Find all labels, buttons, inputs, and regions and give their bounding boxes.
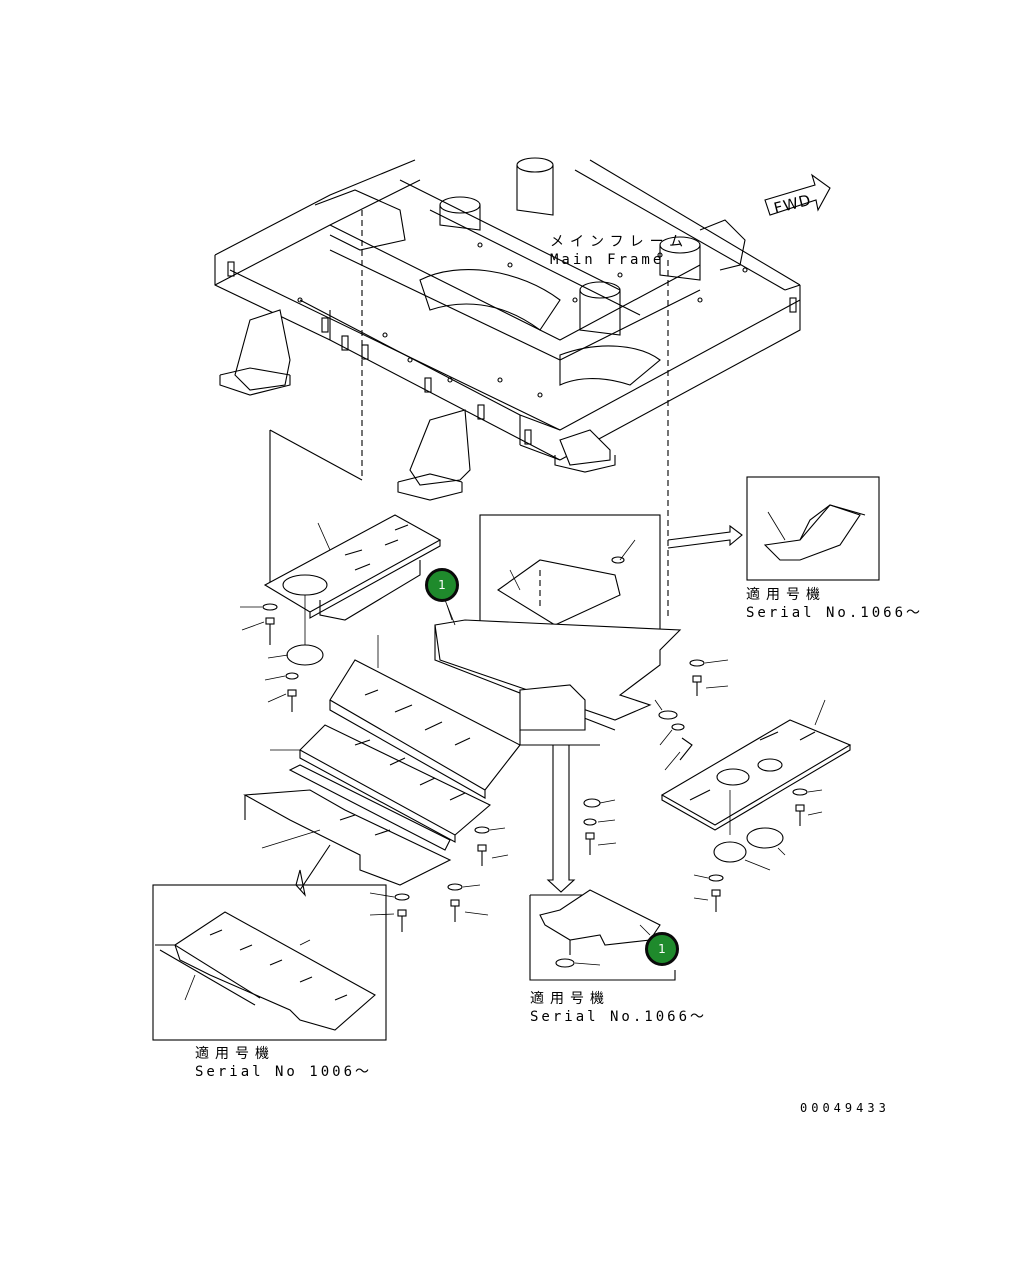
callout-1-lower[interactable]: 1 xyxy=(645,932,679,966)
middle-left-floor-plates xyxy=(243,635,521,932)
inset-left-serial: Serial No 1006～ xyxy=(195,1064,373,1080)
upper-left-cover-plate xyxy=(240,514,442,712)
inset-center-serial: Serial No.1066～ xyxy=(530,1009,708,1025)
main-frame-assembly xyxy=(214,157,801,620)
inset-left-label-jp: 適用号機 xyxy=(195,1046,275,1062)
center-guard-assembly xyxy=(434,514,729,893)
main-frame-label-jp: メインフレーム xyxy=(550,234,690,250)
forward-arrow-icon xyxy=(764,173,831,216)
callout-1-upper[interactable]: 1 xyxy=(425,568,459,602)
inset-left xyxy=(152,884,387,1041)
inset-center xyxy=(529,889,676,981)
right-cover-plate xyxy=(660,699,852,912)
inset-right-label-jp: 適用号機 xyxy=(746,587,826,603)
inset-right xyxy=(667,476,880,581)
inset-right-serial: Serial No.1066～ xyxy=(746,605,924,621)
drawing-number: 00049433 xyxy=(800,1101,890,1115)
main-frame-label-en: Main Frame xyxy=(550,252,665,268)
inset-center-label-jp: 適用号機 xyxy=(530,991,610,1007)
